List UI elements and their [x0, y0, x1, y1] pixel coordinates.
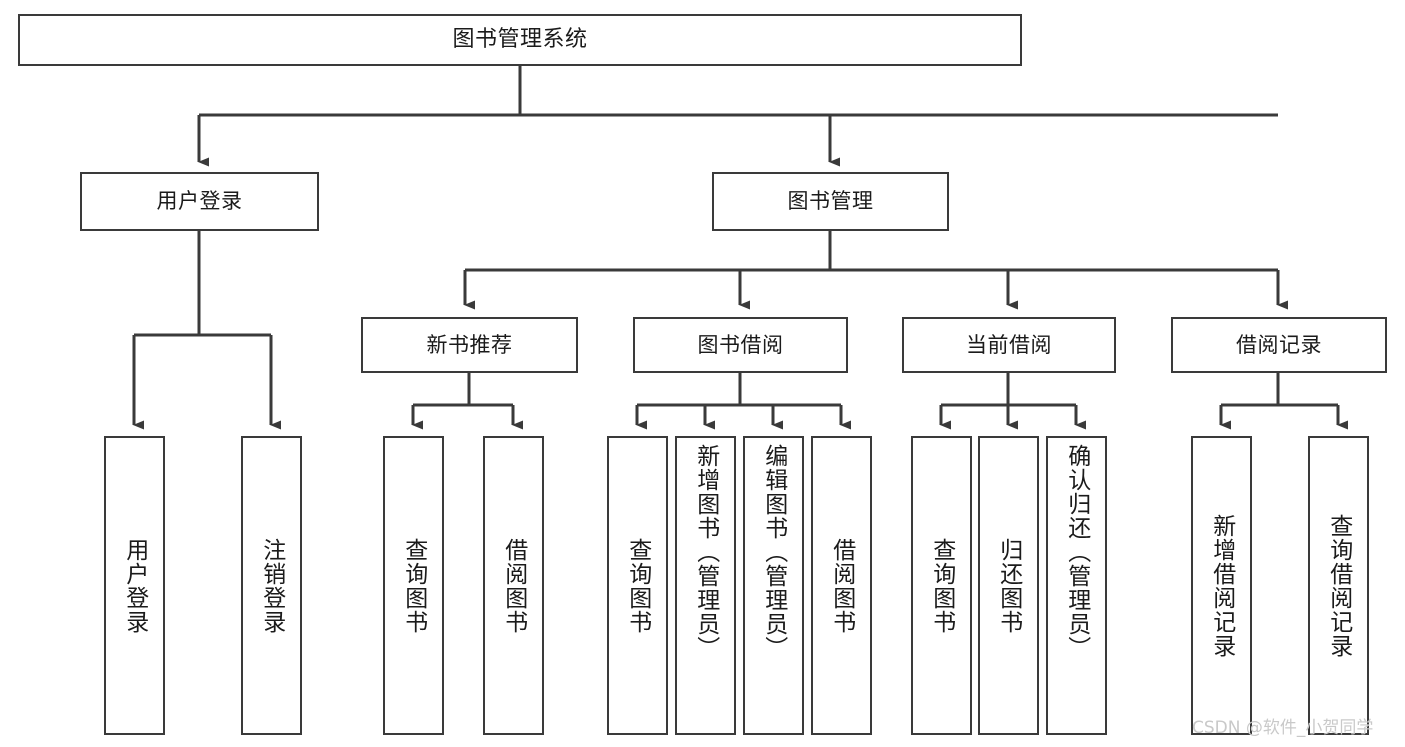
node-label: 新增图书（管理员）: [692, 444, 719, 660]
node-label: 新增借阅记录: [1208, 513, 1235, 658]
node-label: 借阅图书: [828, 537, 855, 634]
leaf-user-login-login[interactable]: 用户登录: [104, 436, 165, 735]
node-label: 查询图书: [624, 537, 651, 634]
node-label: 用户登录: [156, 189, 243, 214]
node-label: 用户登录: [121, 537, 148, 634]
leaf-current-return-book[interactable]: 归还图书: [978, 436, 1039, 735]
leaf-new-book-borrow[interactable]: 借阅图书: [483, 436, 544, 735]
node-current-borrow[interactable]: 当前借阅: [902, 317, 1116, 373]
node-label: 注销登录: [258, 537, 285, 634]
node-new-book-recommend[interactable]: 新书推荐: [361, 317, 578, 373]
node-label: 查询借阅记录: [1325, 513, 1352, 658]
leaf-borrow-query-book[interactable]: 查询图书: [607, 436, 668, 735]
node-borrow-records[interactable]: 借阅记录: [1171, 317, 1387, 373]
leaf-records-add-record[interactable]: 新增借阅记录: [1191, 436, 1252, 735]
node-user-login[interactable]: 用户登录: [80, 172, 319, 231]
node-root-system[interactable]: 图书管理系统: [18, 14, 1022, 66]
leaf-user-login-logout[interactable]: 注销登录: [241, 436, 302, 735]
leaf-borrow-add-book-admin[interactable]: 新增图书（管理员）: [675, 436, 736, 735]
watermark-csdn: CSDN @软件_小贺同学: [1192, 718, 1374, 738]
leaf-borrow-edit-book-admin[interactable]: 编辑图书（管理员）: [743, 436, 804, 735]
node-label: 当前借阅: [966, 332, 1052, 357]
node-label: 编辑图书（管理员）: [760, 444, 787, 660]
node-book-management[interactable]: 图书管理: [712, 172, 949, 231]
leaf-current-confirm-return-admin[interactable]: 确认归还（管理员）: [1046, 436, 1107, 735]
node-label: 查询图书: [928, 537, 955, 634]
leaf-records-query-record[interactable]: 查询借阅记录: [1308, 436, 1369, 735]
node-label: 图书借阅: [697, 332, 784, 357]
node-label: 新书推荐: [426, 332, 513, 357]
node-book-borrow[interactable]: 图书借阅: [633, 317, 848, 373]
leaf-borrow-borrow-book[interactable]: 借阅图书: [811, 436, 872, 735]
node-label: 查询图书: [400, 537, 427, 634]
node-label: 归还图书: [995, 537, 1022, 634]
node-label: 图书管理系统: [452, 27, 588, 53]
node-label: 借阅图书: [500, 537, 527, 634]
leaf-current-query-book[interactable]: 查询图书: [911, 436, 972, 735]
node-label: 图书管理: [787, 189, 874, 214]
node-label: 借阅记录: [1236, 332, 1322, 357]
leaf-new-book-query[interactable]: 查询图书: [383, 436, 444, 735]
node-label: 确认归还（管理员）: [1063, 444, 1090, 660]
